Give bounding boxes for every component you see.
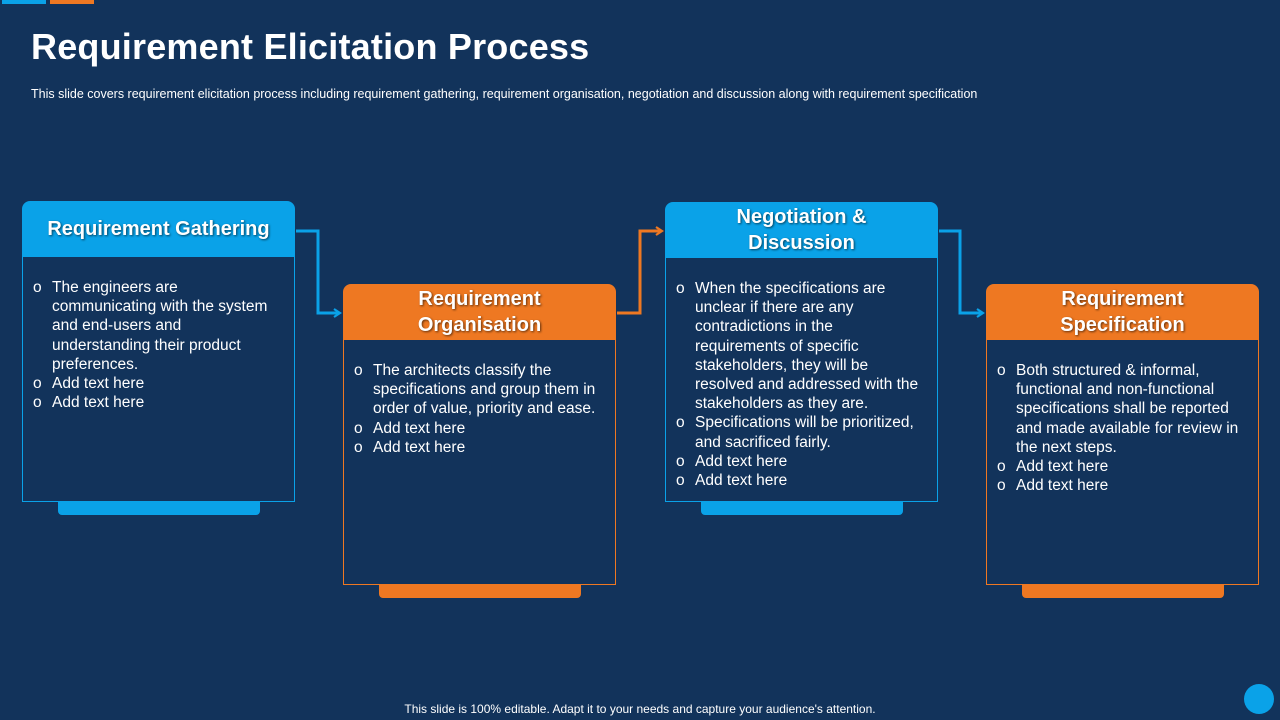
bullet-circle-icon: o (354, 438, 363, 456)
list-item: o Add text here (33, 393, 278, 412)
connector-2-3 (617, 226, 664, 315)
bullet-text: Add text here (1016, 477, 1109, 495)
bullet-circle-icon: o (997, 362, 1006, 379)
connector-3-4 (939, 229, 985, 318)
list-item: o Add text here (354, 419, 599, 438)
footer-note: This slide is 100% editable. Adapt it to… (404, 702, 876, 716)
bullet-circle-icon: o (354, 362, 363, 379)
accent-bar-blue (2, 0, 46, 4)
list-item: o The architects classify the specificati… (354, 361, 599, 419)
bullet-list: o The architects classify the specificati… (354, 361, 599, 457)
bullet-text: The architects classify the specificatio… (373, 362, 596, 418)
bullet-circle-icon: o (676, 472, 685, 490)
step-body: o When the specifications are unclear if … (665, 258, 938, 502)
bullet-text: Add text here (695, 472, 788, 490)
step-requirement-specification: Requirement Specification o Both structur… (986, 284, 1259, 598)
bullet-text: Specifications will be prioritized, and … (695, 414, 914, 451)
step-header: Requirement Organisation (343, 284, 616, 340)
corner-dot (1244, 684, 1274, 714)
step-header: Negotiation & Discussion (665, 202, 938, 258)
bullet-text: Add text here (52, 394, 145, 412)
step-requirement-gathering: Requirement Gathering o The engineers are… (22, 201, 295, 515)
step-base-tab (701, 502, 903, 515)
bullet-text: Both structured & informal, functional a… (1016, 362, 1239, 456)
list-item: o Add text here (354, 438, 599, 457)
step-requirement-organisation: Requirement Organisation o The architects… (343, 284, 616, 598)
bullet-circle-icon: o (676, 280, 685, 297)
bullet-circle-icon: o (33, 375, 42, 393)
bullet-circle-icon: o (997, 477, 1006, 495)
bullet-circle-icon: o (33, 279, 42, 296)
list-item: o Add text here (676, 471, 921, 490)
list-item: o Both structured & informal, functional … (997, 361, 1242, 457)
accent-bar-orange (50, 0, 94, 4)
bullet-list: o The engineers are communicating with th… (33, 278, 278, 412)
step-header: Requirement Gathering (22, 201, 295, 257)
bullet-list: o When the specifications are unclear if … (676, 279, 921, 490)
bullet-list: o Both structured & informal, functional … (997, 361, 1242, 495)
bullet-circle-icon: o (676, 452, 685, 470)
bullet-text: Add text here (52, 375, 145, 393)
step-negotiation-discussion: Negotiation & Discussion o When the speci… (665, 202, 938, 515)
list-item: o Add text here (997, 476, 1242, 495)
bullet-text: When the specifications are unclear if t… (695, 280, 919, 413)
bullet-text: Add text here (695, 452, 788, 470)
bullet-text: The engineers are communicating with the… (52, 279, 268, 373)
list-item: o Add text here (33, 374, 278, 393)
slide-title: Requirement Elicitation Process (31, 26, 590, 67)
list-item: o When the specifications are unclear if … (676, 279, 921, 413)
step-body: o The engineers are communicating with th… (22, 257, 295, 502)
bullet-circle-icon: o (676, 414, 685, 432)
bullet-circle-icon: o (33, 394, 42, 412)
step-base-tab (379, 585, 581, 598)
step-base-tab (58, 502, 260, 515)
list-item: o Specifications will be prioritized, and… (676, 413, 921, 451)
list-item: o Add text here (997, 457, 1242, 476)
bullet-text: Add text here (373, 438, 466, 456)
bullet-text: Add text here (1016, 458, 1109, 476)
step-header: Requirement Specification (986, 284, 1259, 340)
bullet-circle-icon: o (354, 419, 363, 437)
bullet-text: Add text here (373, 419, 466, 437)
step-body: o Both structured & informal, functional … (986, 340, 1259, 585)
list-item: o Add text here (676, 452, 921, 471)
connector-1-2 (296, 229, 342, 318)
bullet-circle-icon: o (997, 458, 1006, 476)
slide-subtitle: This slide covers requirement elicitatio… (31, 87, 978, 101)
step-body: o The architects classify the specificati… (343, 340, 616, 585)
list-item: o The engineers are communicating with th… (33, 278, 278, 374)
step-base-tab (1022, 585, 1224, 598)
